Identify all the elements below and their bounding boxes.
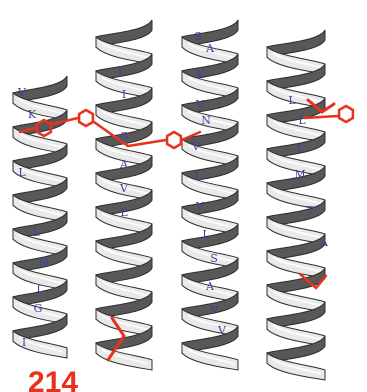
- residue-label: A: [319, 236, 329, 249]
- residue-label: K: [28, 108, 37, 121]
- residue-label: G: [120, 130, 129, 143]
- residue-label: K: [196, 68, 205, 81]
- residue-label: I: [122, 88, 126, 101]
- residue-label: A: [205, 280, 215, 293]
- figure-caption: 214: [28, 366, 78, 392]
- residue-label: S: [210, 252, 218, 265]
- residue-label: S: [194, 30, 202, 43]
- aromatic-ring: [79, 110, 93, 126]
- residue-label: L: [120, 206, 128, 219]
- residue-label: L: [36, 282, 44, 295]
- helix-layer: [13, 20, 325, 380]
- aromatic-ring: [167, 132, 181, 148]
- residue-label: V: [217, 324, 227, 337]
- residue-label: L: [32, 226, 40, 239]
- helix-3: [182, 20, 238, 370]
- residue-label: A: [119, 158, 129, 171]
- residue-label: L: [288, 94, 296, 107]
- residue-label: V: [17, 86, 27, 99]
- residue-label: V: [195, 98, 205, 111]
- residue-label: I: [22, 336, 26, 349]
- residue-label: L: [18, 166, 26, 179]
- residue-label: L: [202, 228, 210, 241]
- helix-4: [267, 30, 325, 380]
- residue-label: V: [191, 140, 201, 153]
- residue-label: L: [194, 170, 202, 183]
- residue-label: M: [294, 168, 305, 181]
- helix-1: [13, 76, 67, 358]
- residue-label: N: [201, 114, 211, 127]
- residue-label: V: [209, 304, 219, 317]
- helix-2: [96, 20, 152, 370]
- residue-label: G: [34, 302, 43, 315]
- residue-label: T: [306, 204, 314, 217]
- residue-label: A: [205, 42, 215, 55]
- residue-label: L: [296, 142, 304, 155]
- residue-label: M: [38, 256, 49, 269]
- aromatic-ring: [339, 106, 353, 122]
- residue-label: I: [118, 64, 122, 77]
- residue-label: L: [298, 114, 306, 127]
- residue-label: V: [195, 200, 205, 213]
- residue-label: V: [119, 182, 129, 195]
